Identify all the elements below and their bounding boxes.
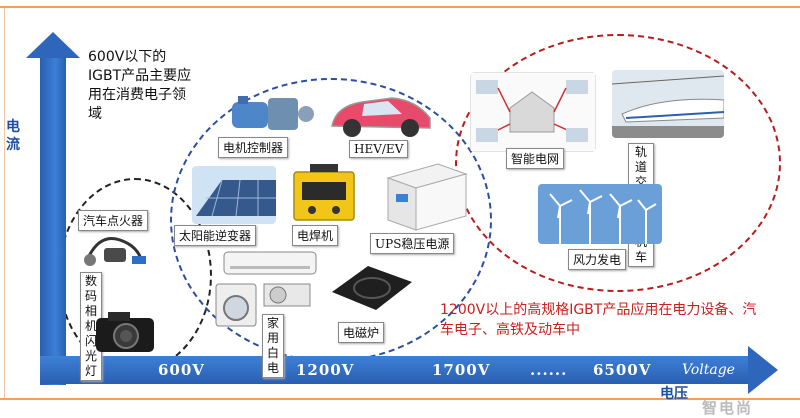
appliances-label: 家用 白电 (262, 314, 285, 378)
smart-grid-label: 智能电网 (506, 148, 565, 169)
camera-flash-label: 数码相机 闪光灯 (80, 272, 103, 381)
smart-grid-icon (470, 72, 596, 152)
voltage-axis-arrowhead (748, 346, 778, 394)
car-igniter-label: 汽车点火器 (78, 210, 149, 231)
motor-controller-label: 电机控制器 (218, 137, 289, 158)
ac-outdoor-unit-icon (263, 283, 311, 307)
x-axis-label-en: Voltage (682, 362, 735, 378)
ups-icon (386, 163, 468, 231)
washing-machine-icon (215, 283, 257, 327)
high-voltage-note: 1200V以上的高规格IGBT产品应用在电力设备、汽车电子、高铁及动车中 (440, 302, 757, 338)
left-frame-line (4, 8, 5, 398)
top-frame-line (0, 6, 800, 8)
tick-1700v: 1700V (432, 361, 491, 379)
wind-turbine-icon (538, 184, 662, 244)
hev-ev-label: HEV/EV (349, 140, 409, 158)
tick-6500v: 6500V (593, 361, 652, 379)
wind-power-label: 风力发电 (568, 249, 627, 270)
bottom-frame-line (0, 398, 800, 400)
solar-inverter-label: 太阳能逆变器 (174, 225, 257, 246)
tick-600v: 600V (158, 361, 205, 379)
solar-panel-icon (192, 166, 276, 224)
air-conditioner-icon (223, 251, 317, 275)
y-axis-label-cn: 电流 (6, 119, 20, 153)
voltage-axis (40, 356, 750, 384)
watermark-logo: 智电尚 (702, 399, 754, 417)
tick-1200v: 1200V (296, 361, 355, 379)
welder-icon (293, 164, 355, 221)
camera-icon (96, 312, 154, 352)
x-axis-label-cn: 电压 (660, 386, 688, 402)
high-speed-train-icon (612, 70, 724, 138)
current-axis (40, 55, 66, 385)
high-voltage-region (455, 34, 781, 292)
induction-cooker-icon (332, 266, 412, 310)
car-igniter-icon (84, 237, 146, 266)
electric-car-icon (331, 97, 431, 137)
welder-label: 电焊机 (292, 225, 339, 246)
induction-cooker-label: 电磁炉 (338, 322, 385, 343)
current-axis-arrowhead (26, 32, 80, 58)
low-voltage-note: 600V以下的IGBT产品主要应用在消费电子领域 (88, 49, 192, 122)
motor-controller-icon (232, 96, 314, 130)
tick-ellipsis: ...... (530, 361, 568, 379)
ups-label: UPS稳压电源 (370, 233, 455, 254)
